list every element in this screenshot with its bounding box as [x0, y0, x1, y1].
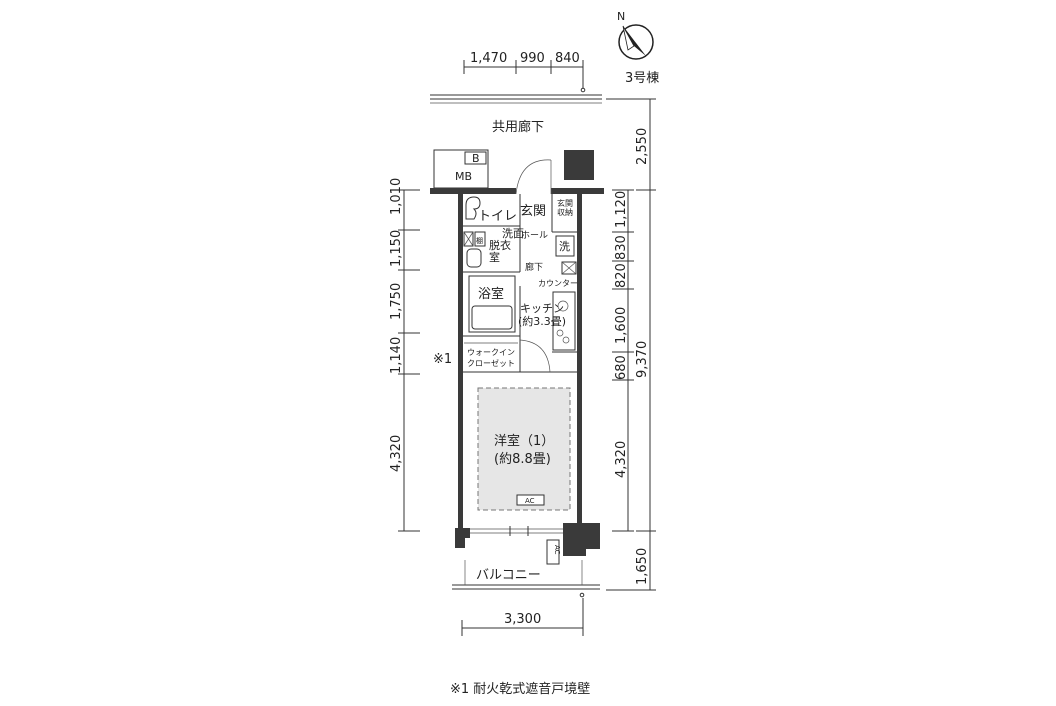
ac-outdoor-unit — [546, 539, 560, 565]
mb-box-label: B — [472, 152, 480, 165]
top-dimension-line — [463, 60, 586, 93]
dim-top-3: 840 — [555, 51, 580, 66]
dim-left-5: 4,320 — [389, 435, 404, 472]
note-marker: ※1 — [433, 352, 452, 367]
wash-label-3: 室 — [489, 250, 500, 264]
balcony-label: バルコニー — [476, 568, 541, 583]
kitchen-label-2: (約3.3畳) — [518, 314, 566, 328]
hall-label: ホール — [521, 230, 548, 241]
western-room-outline — [477, 387, 571, 511]
bottom-dimension-line — [461, 598, 584, 636]
ac-outdoor-label: AC — [553, 545, 561, 555]
dim-right-inner-6: 4,320 — [614, 441, 629, 478]
bathtub-icon — [468, 275, 516, 333]
balcony-window — [470, 526, 563, 536]
right-outer-dimension-line — [606, 98, 656, 591]
genkan-storage-label-1: 玄関 — [557, 198, 573, 208]
footnote: ※1 耐火乾式遮音戸境壁 — [450, 681, 590, 697]
interior-partitions — [463, 194, 577, 373]
washbasin-icon — [466, 248, 482, 268]
building-label: 3号棟 — [625, 71, 659, 86]
western-room-label-2: (約8.8畳) — [494, 452, 551, 467]
dim-left-1: 1,010 — [389, 178, 404, 215]
wic-door — [519, 339, 551, 373]
shelf-label: 棚 — [476, 236, 483, 245]
genkan-storage-label-2: 収納 — [557, 207, 573, 217]
kitchen-counter — [552, 291, 576, 351]
counter-label: カウンター — [538, 279, 578, 288]
dim-top-1: 1,470 — [470, 51, 507, 66]
dim-right-inner-5: 680 — [614, 355, 629, 380]
shelf-fixture — [463, 231, 486, 247]
dim-bottom: 3,300 — [504, 612, 541, 627]
toilet-icon — [465, 196, 481, 220]
dim-right-outer-1: 2,550 — [635, 128, 650, 165]
kitchen-label-1: キッチン — [520, 302, 564, 315]
left-dimension-line — [398, 189, 420, 532]
compass-north-label: N — [617, 10, 625, 23]
western-room-label-1: 洋室（1） — [494, 433, 554, 449]
western-room-floor — [478, 388, 570, 510]
laundry-label: 洗 — [559, 240, 570, 253]
dim-left-3: 1,750 — [389, 283, 404, 320]
dim-right-inner-3: 820 — [614, 263, 629, 288]
corridor-railing — [430, 94, 602, 104]
right-inner-dimension-line — [612, 189, 634, 532]
hallway-label: 廊下 — [525, 261, 543, 273]
dim-right-inner-4: 1,600 — [614, 307, 629, 344]
meter-box — [433, 149, 489, 189]
dim-right-outer-2: 9,370 — [635, 341, 650, 378]
wash-label-1: 洗面 — [502, 227, 524, 240]
ac-label: AC — [525, 497, 535, 505]
laundry-pan — [555, 235, 575, 257]
ac-unit — [516, 494, 545, 506]
exterior-walls — [430, 150, 604, 556]
balcony-railing — [452, 560, 600, 598]
mb-label: MB — [455, 170, 472, 183]
dim-top-2: 990 — [520, 51, 545, 66]
entry-door — [515, 159, 552, 195]
dim-right-outer-3: 1,650 — [635, 548, 650, 585]
dim-right-inner-2: 830 — [614, 235, 629, 260]
fridge-icon — [561, 261, 577, 275]
dim-left-4: 1,140 — [389, 337, 404, 374]
toilet-label: トイレ — [478, 209, 517, 224]
genkan-label: 玄関 — [520, 204, 546, 219]
wash-label-2: 脱衣 — [489, 238, 511, 252]
dim-left-2: 1,150 — [389, 230, 404, 267]
wic-label-2: クローゼット — [467, 358, 515, 368]
compass-icon — [618, 24, 654, 60]
wic-label-1: ウォークイン — [467, 348, 515, 357]
dim-right-inner-1: 1,120 — [614, 191, 629, 228]
bath-label: 浴室 — [478, 286, 504, 302]
corridor-label: 共用廊下 — [492, 119, 544, 135]
